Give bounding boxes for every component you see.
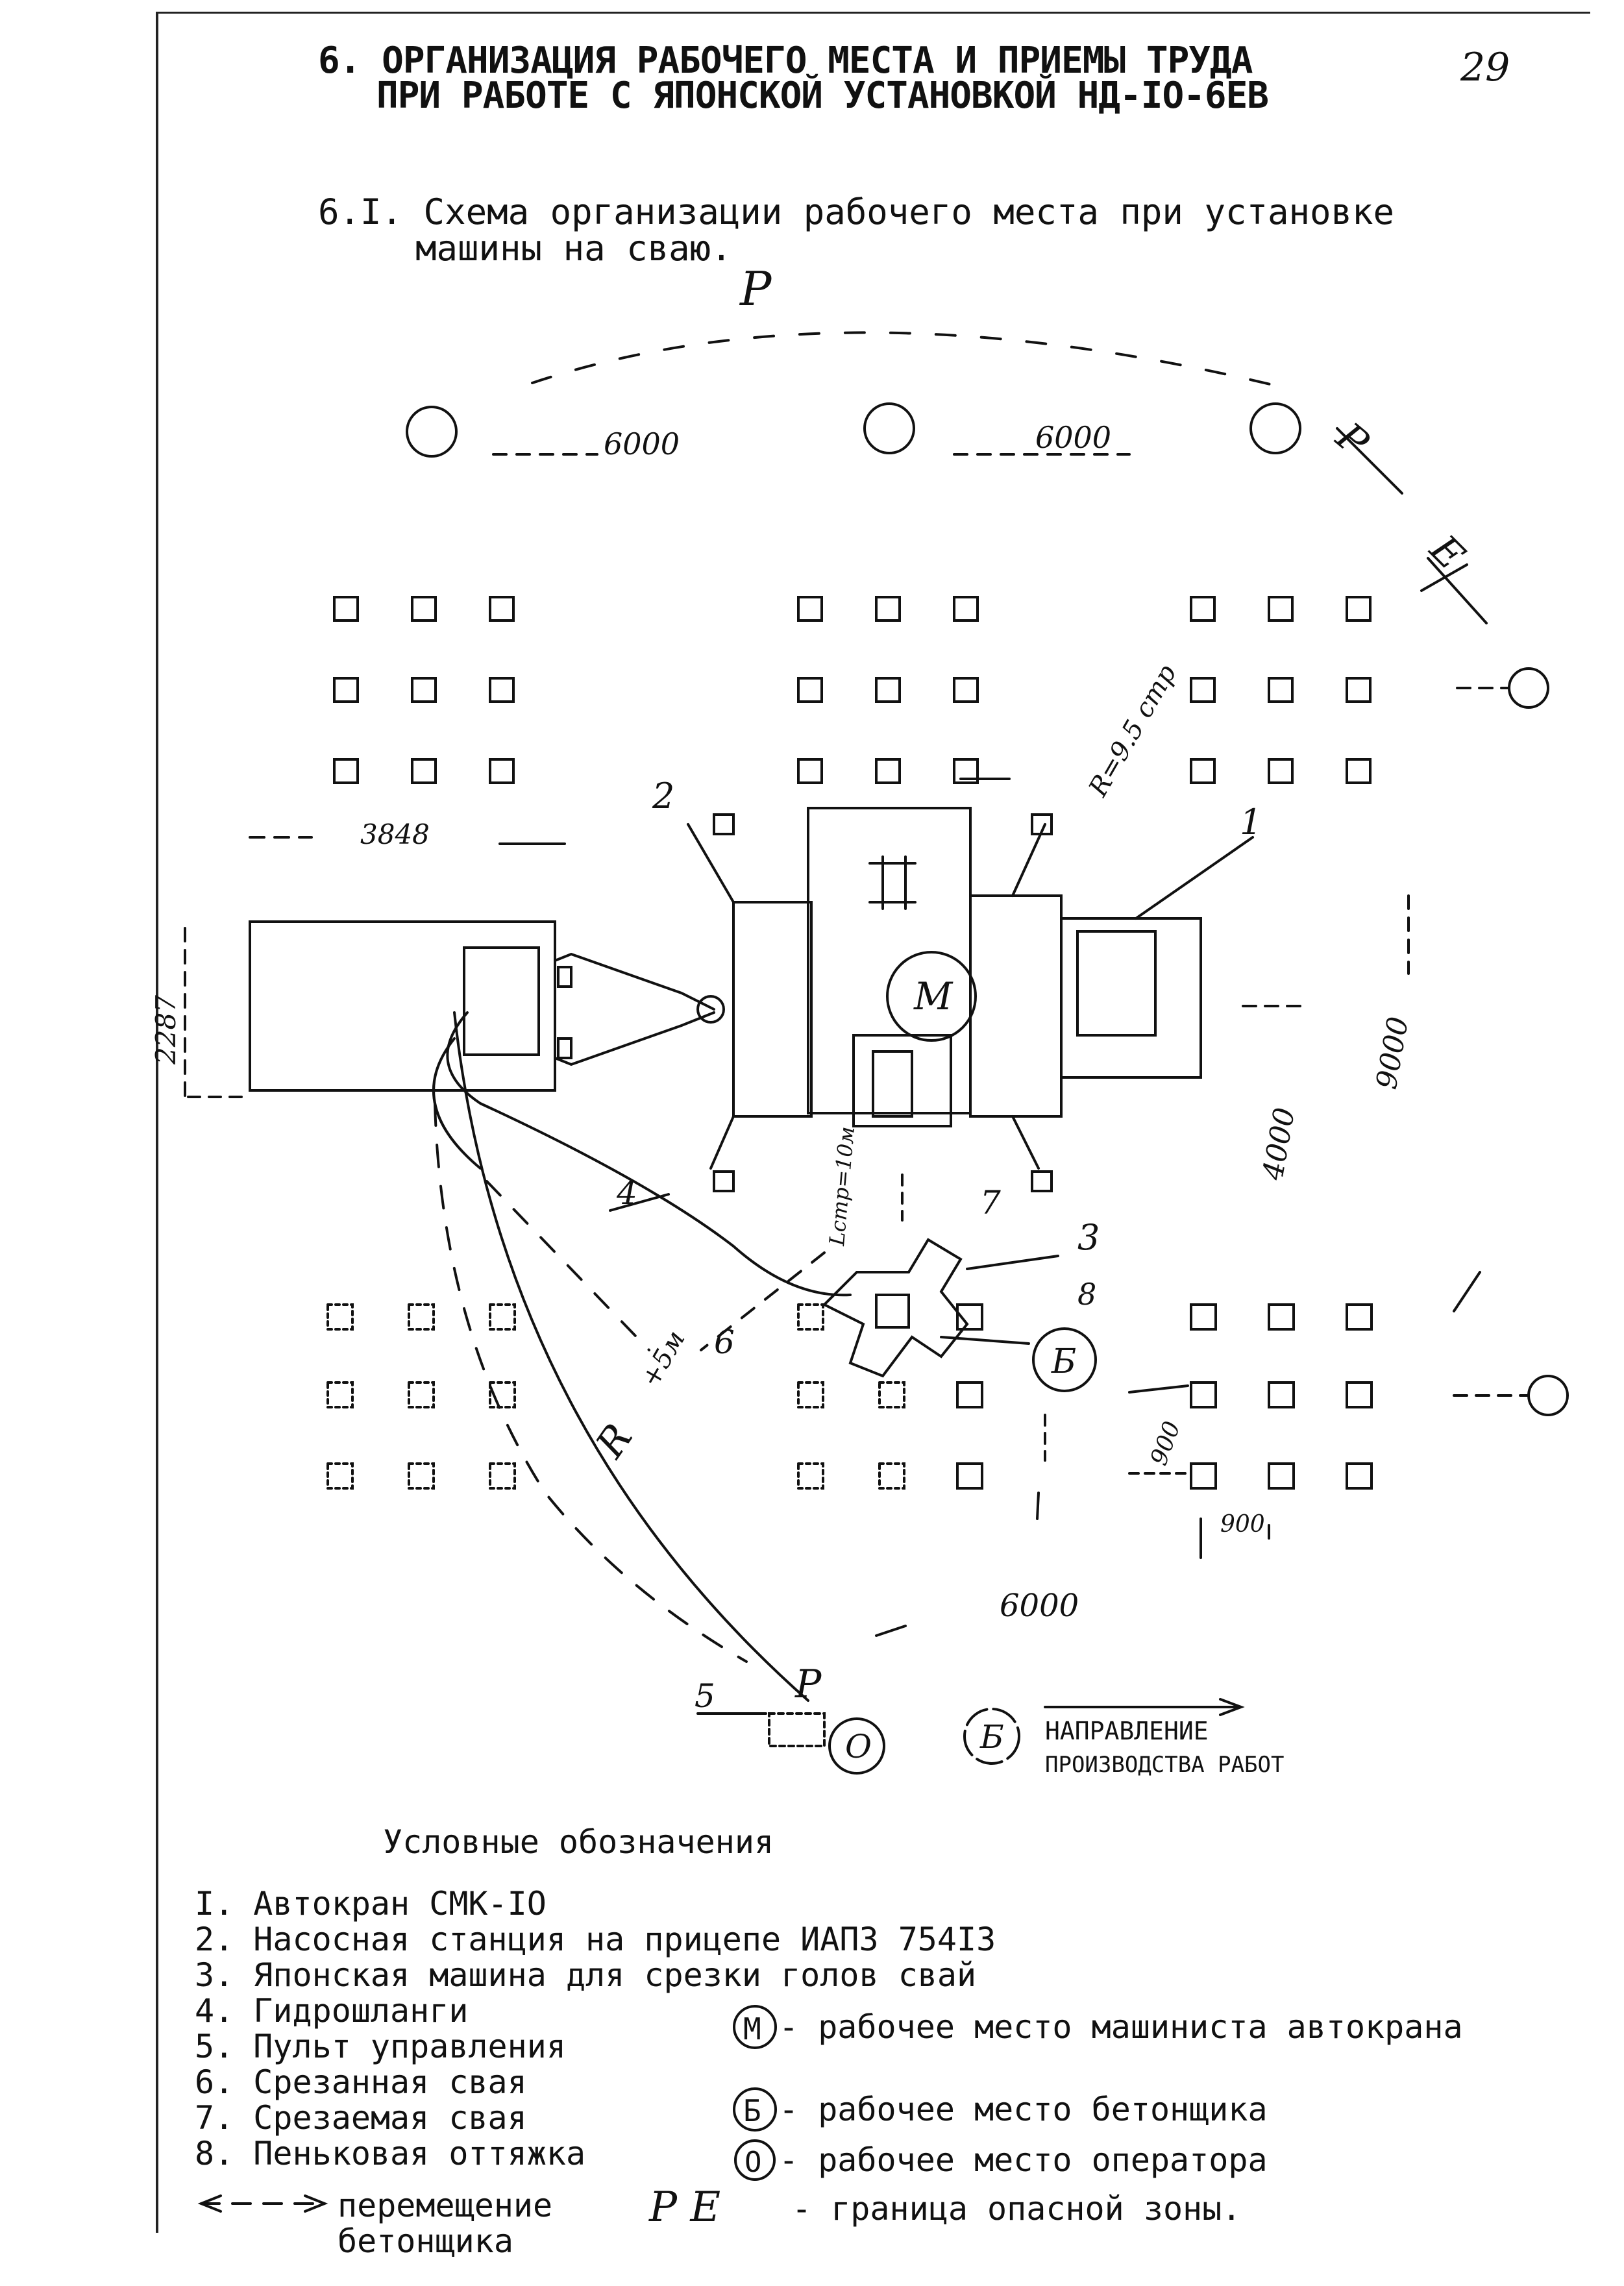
- crane-radius-label: R=9.5 стр: [1083, 659, 1182, 802]
- column-circle-2: [863, 402, 915, 454]
- outrigger-pad-2: [1031, 813, 1053, 835]
- crane-turntable: [807, 807, 972, 1114]
- hydraulic-hose: [446, 1011, 852, 1297]
- pile-group-bottom-left: [326, 1303, 516, 1490]
- marker-O-label: О: [845, 1728, 872, 1765]
- danger-P-right: Р: [1327, 413, 1378, 466]
- danger-zone-arc-right-1: [1336, 427, 1403, 495]
- section-heading-line-1: 6.I. Схема организации рабочего места пр…: [318, 191, 1395, 232]
- left-margin-line: [156, 13, 158, 2233]
- danger-P-top: Р: [739, 262, 772, 316]
- callout-6: 6: [714, 1323, 735, 1361]
- legend-mark-B: Б: [743, 2093, 761, 2128]
- pile-group-bottom-center: [797, 1303, 983, 1490]
- callout-4: 4: [616, 1174, 637, 1212]
- concrete-worker-marker-B: [1032, 1327, 1097, 1392]
- dim-6000-right: 6000: [1035, 420, 1111, 455]
- callout-3: 3: [1077, 1217, 1100, 1258]
- marker-M-label: М: [913, 974, 953, 1018]
- pile-group-bottom-right: [1190, 1303, 1373, 1490]
- radius-R-label: R: [587, 1416, 641, 1466]
- pile-group-top-center: [797, 596, 979, 784]
- column-circle-right-1: [1508, 667, 1549, 709]
- callout-8: 8: [1077, 1277, 1096, 1312]
- danger-zone-arc-bottom: [434, 1102, 748, 1663]
- crane-rear: [732, 901, 813, 1118]
- column-circle-3: [1249, 402, 1301, 454]
- crane-boom-base: [852, 1034, 952, 1127]
- legend-item-4: 4. Гидрошланги: [195, 1992, 469, 2030]
- outrigger-pad-4: [1031, 1170, 1053, 1192]
- section-heading-line-2: машины на сваю.: [415, 228, 732, 269]
- legend-symbol-M-text: - рабочее место машиниста автокрана: [779, 2008, 1463, 2046]
- pump-station-cab: [463, 946, 540, 1056]
- direction-marker-label: Б: [979, 1718, 1004, 1756]
- callout-1: 1: [1240, 802, 1262, 842]
- callout-5: 5: [695, 1677, 715, 1715]
- legend-move-label-1: перемещение: [338, 2187, 553, 2224]
- crane-operator-marker-M: [886, 951, 977, 1042]
- direction-text-line2: ПРОИЗВОДСТВА РАБОТ: [1045, 1752, 1284, 1778]
- legend-symbol-O-text: - рабочее место оператора: [779, 2141, 1268, 2179]
- legend-item-6: 6. Срезанная свая: [195, 2063, 527, 2101]
- legend-item-7: 7. Срезаемая свая: [195, 2099, 527, 2137]
- danger-zone-arc-top: [531, 331, 1293, 391]
- legend-item-5: 5. Пульт управления: [195, 2028, 566, 2065]
- dim-900-horizontal: 900: [1220, 1511, 1265, 1538]
- marker-B-label: Б: [1051, 1342, 1076, 1381]
- page-number: 29: [1460, 45, 1510, 90]
- callout-7: 7: [980, 1184, 1001, 1222]
- legend-danger-mark: Р Е: [649, 2183, 721, 2231]
- trailer-drawbar: [554, 952, 715, 1066]
- top-border-line: [156, 12, 1590, 14]
- crane-cab: [1060, 917, 1202, 1079]
- legend-circle-O: [734, 2139, 776, 2181]
- legend-title: Условные обозначения: [383, 1823, 774, 1861]
- dim-4000: 4000: [1256, 1105, 1301, 1183]
- legend-symbol-B-text: - рабочее место бетонщика: [779, 2091, 1268, 2128]
- boom-length-label: Lстр=10м: [824, 1125, 859, 1247]
- dim-2287: 2287: [150, 995, 182, 1065]
- legend-circle-B: [733, 2087, 777, 2132]
- dim-5m-label: +5м: [635, 1325, 691, 1392]
- legend-item-2: 2. Насосная станция на прицепе ИАПЗ 754I…: [195, 1921, 996, 1958]
- radius-line-R: [453, 1011, 809, 1702]
- operator-marker-O: [828, 1717, 885, 1775]
- outrigger-pad-3: [713, 1170, 735, 1192]
- dim-6000-left: 6000: [604, 426, 680, 461]
- dim-900-vertical: 900: [1146, 1418, 1186, 1469]
- legend-move-label-2: бетонщика: [338, 2222, 513, 2260]
- legend-circle-M: [733, 2005, 777, 2049]
- danger-E-right: Е: [1421, 526, 1473, 578]
- title-line-2: ПРИ РАБОТЕ С ЯПОНСКОЙ УСТАНОВКОЙ НД-IO-6…: [376, 75, 1269, 117]
- danger-P-bottom: Р: [794, 1662, 822, 1707]
- pile-group-top-left: [333, 596, 515, 784]
- crane-mid: [969, 894, 1063, 1118]
- legend-item-8: 8. Пеньковая оттяжка: [195, 2135, 586, 2172]
- dim-9000: 9000: [1370, 1014, 1416, 1092]
- legend-mark-M: М: [743, 2011, 761, 2046]
- legend-item-3: 3. Японская машина для срезки голов свай: [195, 1956, 977, 1994]
- control-desk: [768, 1712, 826, 1747]
- danger-zone-arc-right-2: [1420, 557, 1488, 624]
- column-circle-right-2: [1527, 1375, 1569, 1416]
- direction-marker-circle: [963, 1708, 1020, 1765]
- column-circle-1: [406, 406, 458, 458]
- outrigger-pad-1: [713, 813, 735, 835]
- legend-item-1: I. Автокран СМК-IO: [195, 1885, 547, 1923]
- dim-3848: 3848: [360, 818, 430, 850]
- legend-mark-O: О: [744, 2146, 762, 2179]
- dim-6000-bottom: 6000: [1000, 1588, 1079, 1624]
- pump-station-trailer: [249, 920, 556, 1092]
- callout-2: 2: [652, 776, 674, 817]
- direction-text-line1: НАПРАВЛЕНИЕ: [1045, 1717, 1209, 1745]
- pile-cutting-machine: [822, 1238, 969, 1378]
- legend-danger-text: - граница опасной зоны.: [792, 2190, 1242, 2228]
- pile-group-top-right: [1190, 596, 1372, 784]
- title-line-1: 6. ОРГАНИЗАЦИЯ РАБОЧЕГО МЕСТА И ПРИЕМЫ Т…: [318, 40, 1253, 82]
